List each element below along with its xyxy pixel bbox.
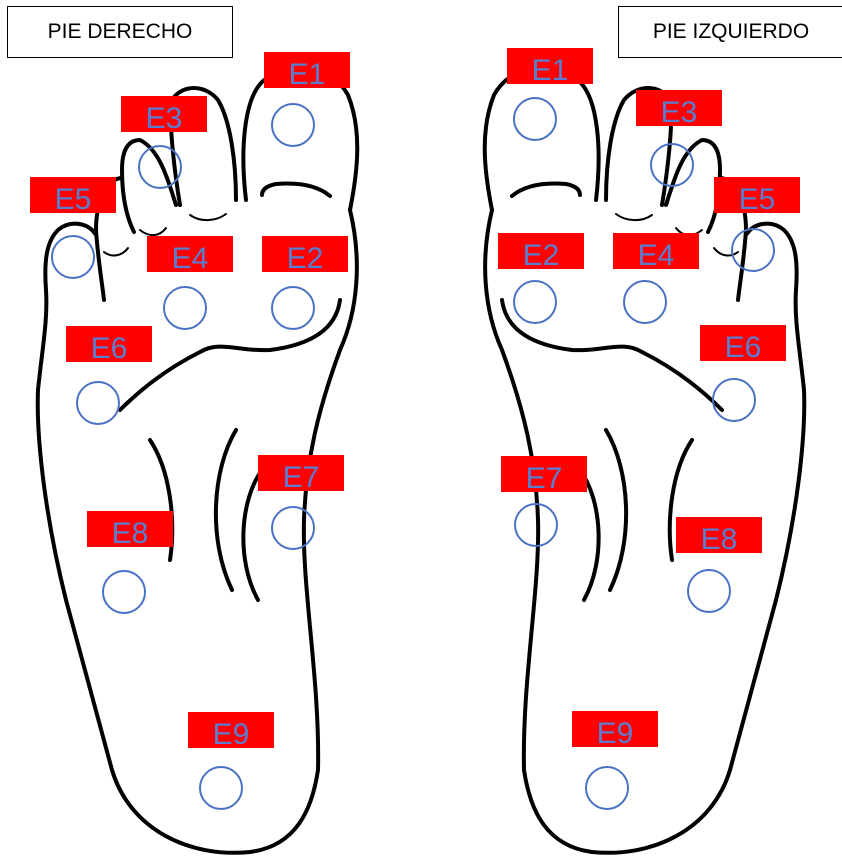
point-circle bbox=[102, 570, 146, 614]
point-circle bbox=[163, 286, 207, 330]
point-circle bbox=[76, 381, 120, 425]
point-e9: E9 bbox=[421, 0, 422, 1]
point-label: E1 bbox=[507, 48, 593, 84]
point-circle bbox=[712, 378, 756, 422]
point-label: E3 bbox=[121, 96, 207, 132]
point-circle bbox=[687, 569, 731, 613]
point-label: E2 bbox=[498, 233, 584, 269]
point-label: E6 bbox=[700, 325, 786, 361]
point-circle bbox=[514, 503, 558, 547]
left-foot-panel: PIE IZQUIERDO E1 E2 E3 E4 E5 E6 E7 E8 E9 bbox=[421, 0, 842, 863]
point-circle bbox=[513, 280, 557, 324]
point-circle bbox=[51, 235, 95, 279]
point-label: E7 bbox=[501, 456, 587, 492]
point-label: E5 bbox=[714, 177, 800, 213]
point-label: E6 bbox=[66, 326, 152, 362]
point-circle bbox=[199, 766, 243, 810]
right-foot-title: PIE DERECHO bbox=[7, 6, 233, 58]
point-e9: E9 bbox=[0, 0, 1, 1]
point-circle bbox=[731, 228, 775, 272]
point-label: E2 bbox=[262, 236, 348, 272]
right-foot-panel: PIE DERECHO E1 E2 E3 E4 E5 E6 E7 E8 E9 bbox=[0, 0, 421, 863]
point-label: E8 bbox=[676, 517, 762, 553]
point-label: E8 bbox=[87, 511, 173, 547]
point-label: E1 bbox=[264, 52, 350, 88]
point-circle bbox=[138, 145, 182, 189]
left-foot-title: PIE IZQUIERDO bbox=[618, 6, 842, 58]
point-label: E5 bbox=[30, 177, 116, 213]
point-circle bbox=[585, 766, 629, 810]
point-label: E9 bbox=[572, 711, 658, 747]
point-label: E3 bbox=[636, 90, 722, 126]
point-circle bbox=[623, 280, 667, 324]
point-circle bbox=[271, 506, 315, 550]
point-label: E4 bbox=[147, 236, 233, 272]
point-label: E4 bbox=[613, 233, 699, 269]
point-label: E9 bbox=[188, 712, 274, 748]
point-circle bbox=[513, 97, 557, 141]
point-label: E7 bbox=[258, 455, 344, 491]
point-circle bbox=[271, 103, 315, 147]
point-circle bbox=[650, 143, 694, 187]
point-circle bbox=[271, 286, 315, 330]
